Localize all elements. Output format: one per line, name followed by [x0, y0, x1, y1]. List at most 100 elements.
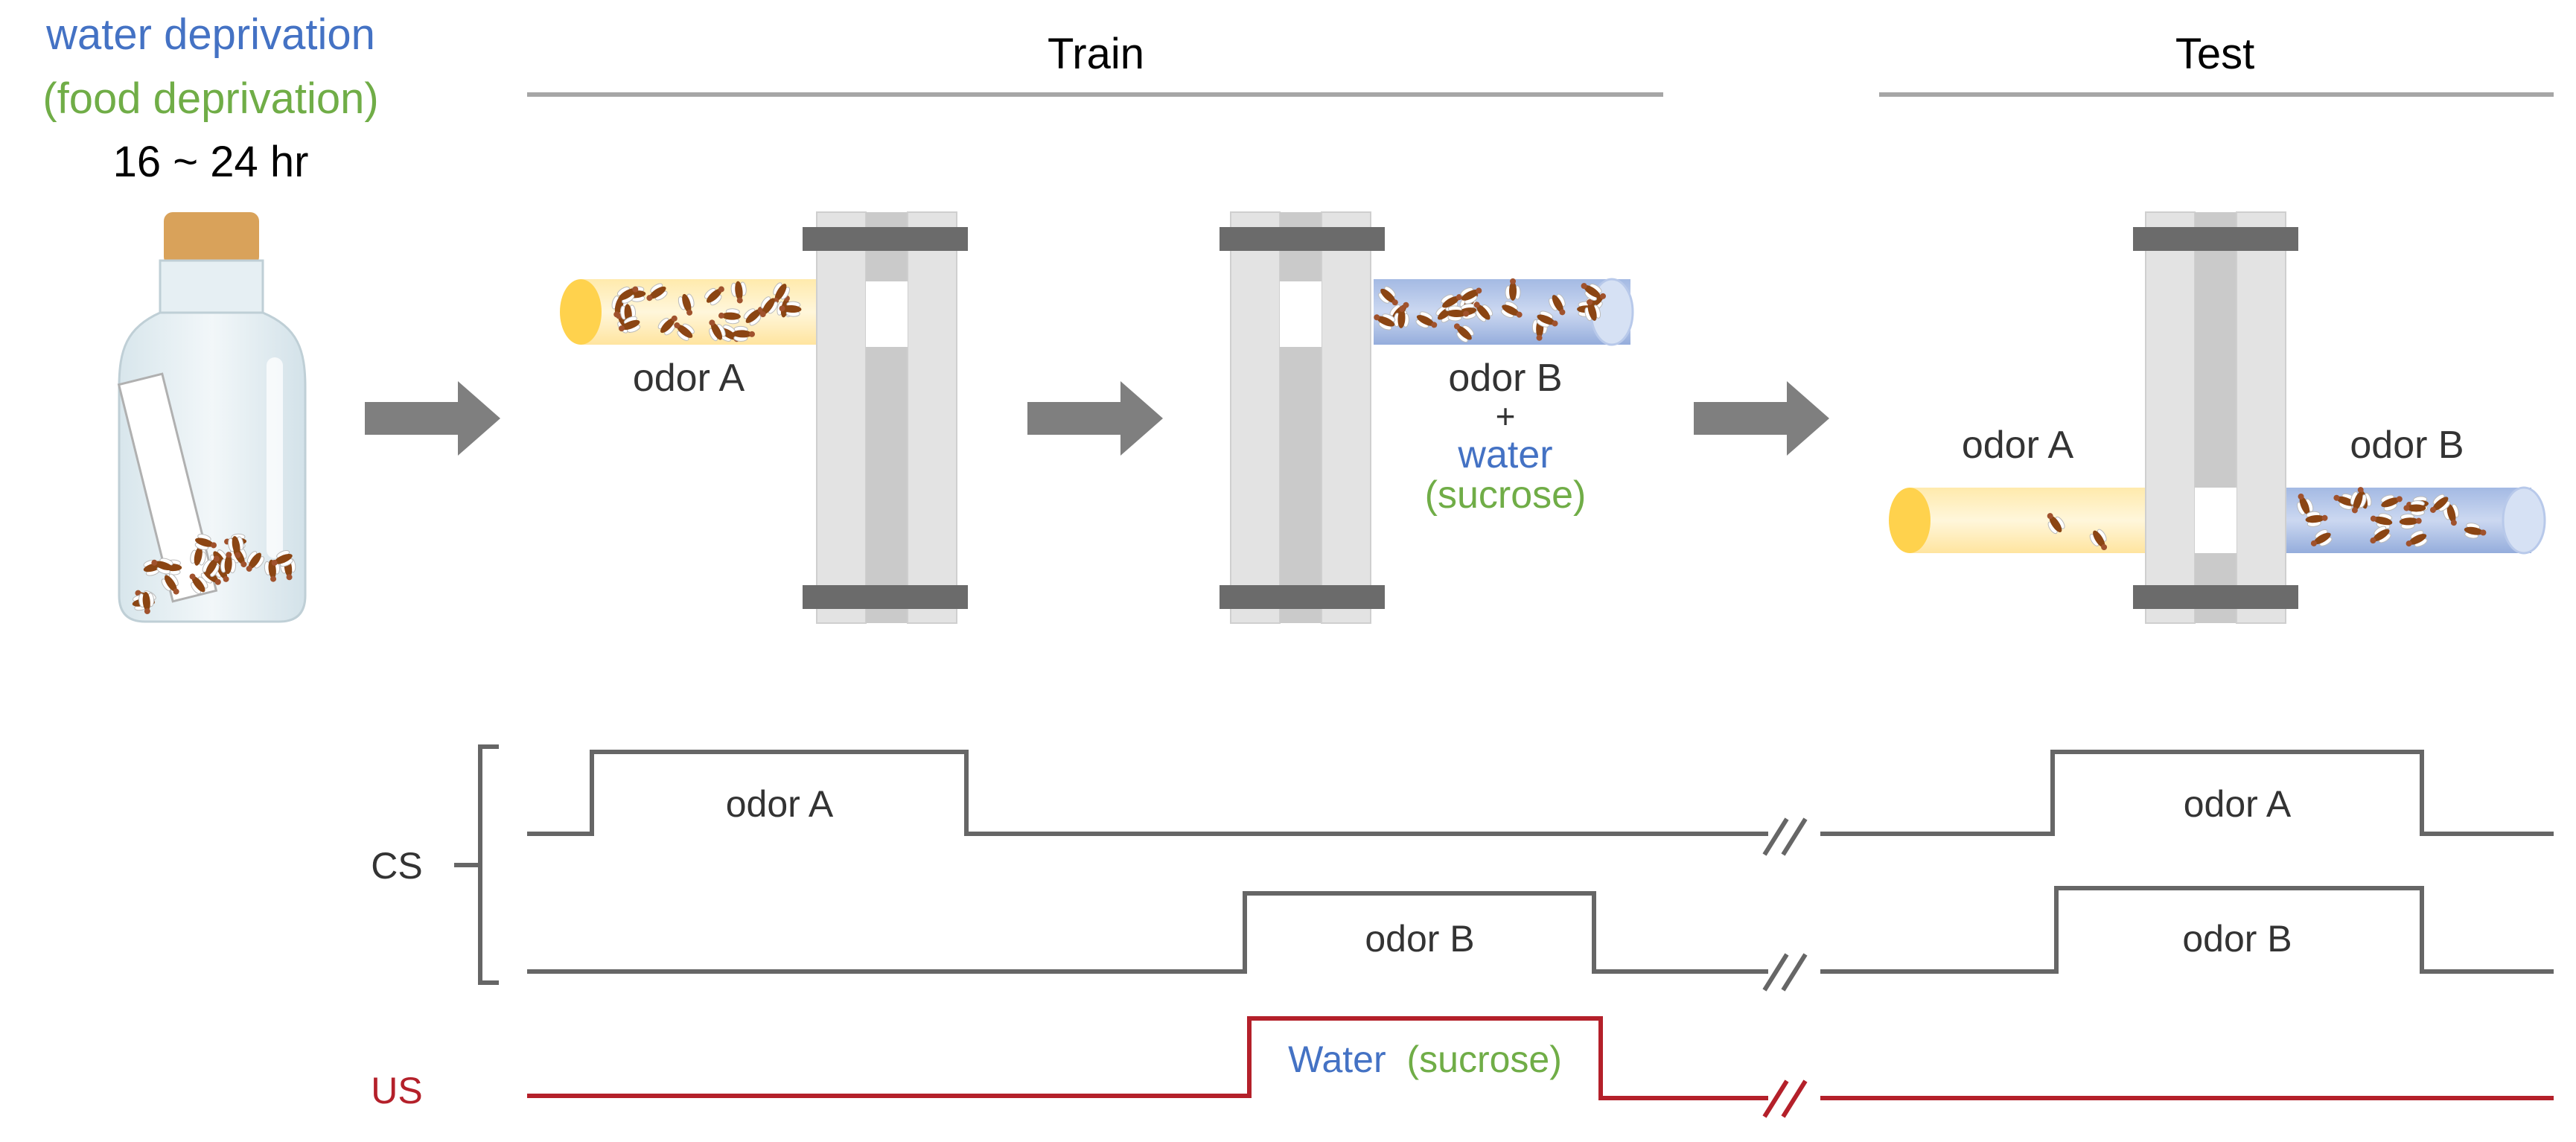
- cs-bracket: [454, 744, 499, 985]
- cs-odor-a-train-label: odor A: [726, 783, 834, 825]
- elevator-bar-bottom: [803, 585, 968, 609]
- cs-label: CS: [371, 845, 422, 887]
- bottle-highlight: [267, 357, 283, 558]
- cs-odor-b-trace: [1820, 886, 2554, 974]
- fly-icon: [2370, 513, 2393, 529]
- elevator-window: [2195, 488, 2237, 553]
- fly-icon: [1441, 294, 1462, 311]
- fly-icon: [1393, 305, 1409, 328]
- fly-icon: [1500, 301, 1523, 319]
- training-odor-b-label: odor B: [1448, 357, 1562, 400]
- us-trace: [527, 1016, 1768, 1100]
- training-plus-label: +: [1496, 397, 1516, 436]
- fly-icon: [730, 281, 747, 304]
- fly-icon: [2089, 529, 2108, 551]
- test-odor-b-label: odor B: [2350, 424, 2464, 467]
- fly-icon: [138, 592, 155, 614]
- training-apparatus-odor-a: [560, 211, 968, 624]
- fly-icon: [674, 322, 695, 341]
- test-odor-a-tube-cap: [1889, 488, 1931, 553]
- fly-icon: [1447, 305, 1470, 322]
- cs-odor-b-train-label: odor B: [1365, 918, 1474, 960]
- fly-icon: [2047, 513, 2065, 535]
- cs-odor-a-trace: [527, 750, 1768, 836]
- fly-icon: [678, 293, 695, 316]
- elevator-bar-top: [1220, 227, 1385, 251]
- bottle-flies: [132, 533, 296, 614]
- fly-icon: [2429, 494, 2451, 513]
- fly-icon: [709, 319, 726, 342]
- elevator-rail-left: [2145, 211, 2196, 624]
- fly-icon: [743, 307, 764, 326]
- fly-icon: [2305, 511, 2328, 527]
- fly-icon: [271, 549, 293, 567]
- fly-icon: [1505, 278, 1521, 301]
- fly-icon: [646, 283, 668, 302]
- test-odor-b-tube-cap: [2502, 486, 2546, 555]
- cs-odor-b-trace: [527, 891, 1768, 974]
- elevator-rail-right: [2236, 211, 2286, 624]
- fly-icon: [1460, 287, 1482, 304]
- test-phase-label: Test: [2175, 30, 2254, 78]
- bottle-paper-strip: [117, 372, 218, 603]
- fly-icon: [616, 286, 639, 304]
- elevator-bar-top: [2133, 227, 2298, 251]
- time-break-mark: [1762, 817, 1808, 856]
- water-deprivation-label: water deprivation: [45, 10, 375, 59]
- elevator-slider: [1280, 212, 1322, 623]
- fly-icon: [619, 316, 641, 333]
- fly-icon: [202, 555, 220, 577]
- fly-icon: [194, 534, 217, 550]
- bottle-neck: [159, 259, 264, 318]
- elevator-window: [1280, 281, 1322, 347]
- time-break-mark: [1762, 1079, 1808, 1118]
- arrow-right-icon: [1027, 381, 1163, 456]
- fly-icon: [718, 308, 741, 325]
- fly-icon: [704, 286, 724, 306]
- us-label: US: [371, 1070, 422, 1111]
- fly-icon: [189, 573, 208, 594]
- fly-icon: [1415, 311, 1438, 328]
- fly-icon: [2399, 513, 2422, 529]
- us-sucrose-label: (sucrose): [1407, 1039, 1562, 1080]
- tube-flies: [2047, 513, 2108, 551]
- fly-icon: [2406, 530, 2428, 547]
- fly-icon: [2350, 491, 2367, 514]
- fly-icon: [151, 558, 173, 575]
- arrow-right-icon: [365, 381, 500, 456]
- deprivation-duration-label: 16 ~ 24 hr: [113, 138, 309, 186]
- fly-icon: [1549, 293, 1566, 316]
- us-water-label: Water: [1288, 1039, 1386, 1080]
- fly-icon: [1473, 302, 1493, 322]
- training-sucrose-label: (sucrose): [1425, 473, 1587, 517]
- fly-icon: [246, 551, 265, 572]
- training-water-label: water: [1457, 433, 1552, 476]
- tube-flies: [1374, 278, 1606, 343]
- fly-icon: [2380, 494, 2403, 511]
- elevator-rail-right: [907, 211, 957, 624]
- fly-icon: [1378, 286, 1398, 306]
- fly-icon: [773, 282, 790, 304]
- arrow-right-icon: [1694, 381, 1829, 456]
- training-apparatus-odor-b: [1220, 211, 1634, 624]
- fly-icon: [2310, 529, 2333, 546]
- elevator-slider: [2195, 212, 2237, 623]
- fly-icon: [1584, 299, 1601, 322]
- fly-icon: [1581, 283, 1602, 302]
- fly-icon: [220, 552, 237, 575]
- tube-flies: [2297, 487, 2487, 547]
- fly-icon: [228, 536, 244, 558]
- elevator-window: [866, 281, 908, 347]
- test-odor-a-tube: [1910, 488, 2152, 553]
- cs-odor-a-trace: [1820, 750, 2554, 836]
- cs-odor-a-test-label: odor A: [2184, 783, 2292, 825]
- fly-icon: [1453, 323, 1474, 343]
- fly-icon: [161, 573, 179, 595]
- time-break-mark: [1762, 953, 1808, 992]
- fly-icon: [2297, 493, 2314, 516]
- fly-icon: [2464, 523, 2487, 539]
- test-apparatus: [1889, 211, 2546, 624]
- fly-icon: [733, 325, 755, 342]
- elevator-bar-top: [803, 227, 968, 251]
- tube-flies: [611, 281, 802, 342]
